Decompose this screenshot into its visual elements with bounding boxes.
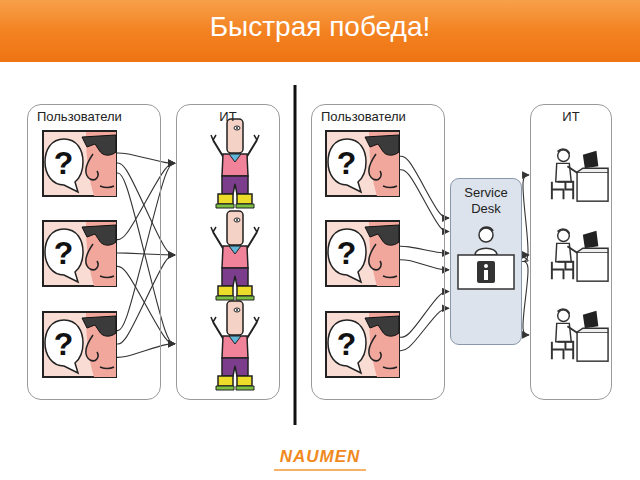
flow-arrow <box>117 153 176 163</box>
flow-arrow <box>117 255 176 344</box>
flow-arrow <box>400 292 450 338</box>
question-mark: ? <box>328 233 366 273</box>
face-illustration <box>42 220 117 287</box>
flow-arrow <box>117 163 176 330</box>
panel-heading: Пользователи <box>312 105 444 128</box>
flow-arrow <box>117 173 176 344</box>
panel-heading: ИТ <box>531 105 611 128</box>
flow-arrow <box>522 262 529 335</box>
it-worker <box>552 149 608 201</box>
logo-underline <box>274 469 366 471</box>
question-mark: ? <box>45 143 83 183</box>
question-mark: ? <box>45 233 83 273</box>
user-face: ? <box>325 220 400 287</box>
it-person <box>211 119 259 208</box>
face-picture <box>326 221 399 286</box>
it-worker <box>552 229 608 281</box>
it-person <box>211 211 259 300</box>
flow-arrow <box>117 253 176 255</box>
user-face: ? <box>42 311 117 378</box>
face-illustration <box>325 220 400 287</box>
user-face: ? <box>42 220 117 287</box>
face-picture <box>43 131 116 196</box>
face-picture <box>43 221 116 286</box>
flow-arrow <box>400 246 450 253</box>
flow-arrow <box>117 266 176 343</box>
slide-title: Быстрая победа! <box>0 11 640 43</box>
it-person <box>211 301 259 390</box>
agent-picture <box>458 227 514 289</box>
user-face: ? <box>42 130 117 197</box>
group-panel: ИТ <box>176 104 280 400</box>
group-panel: Пользователи??? <box>311 104 445 400</box>
agent-illustration <box>455 225 517 297</box>
group-panel: Пользователи??? <box>27 104 161 400</box>
user-face: ? <box>325 311 400 378</box>
face-picture <box>326 312 399 377</box>
flow-arrow <box>522 175 529 261</box>
face-illustration <box>325 130 400 197</box>
flow-arrow <box>117 163 176 255</box>
question-mark: ? <box>45 324 83 364</box>
it-worker <box>552 309 608 361</box>
face-illustration <box>325 311 400 378</box>
divider-line <box>294 85 297 425</box>
flow-arrow <box>400 308 450 350</box>
user-face: ? <box>325 130 400 197</box>
face-picture <box>326 131 399 196</box>
flow-arrow <box>117 344 176 358</box>
box-title: Service Desk <box>451 179 521 217</box>
flow-arrow <box>522 255 529 262</box>
logo-text: NAUMEN <box>270 447 370 467</box>
face-illustration <box>42 130 117 197</box>
flow-arrow <box>400 170 450 232</box>
group-panel: ИТ <box>530 104 612 400</box>
panel-heading: ИТ <box>177 105 279 128</box>
face-picture <box>43 312 116 377</box>
question-mark: ? <box>328 324 366 364</box>
face-illustration <box>42 311 117 378</box>
service-desk-box: Service Desk <box>450 178 522 345</box>
flow-arrow <box>400 260 450 270</box>
panel-heading: Пользователи <box>28 105 160 128</box>
question-mark: ? <box>328 143 366 183</box>
flow-arrow <box>400 156 450 218</box>
